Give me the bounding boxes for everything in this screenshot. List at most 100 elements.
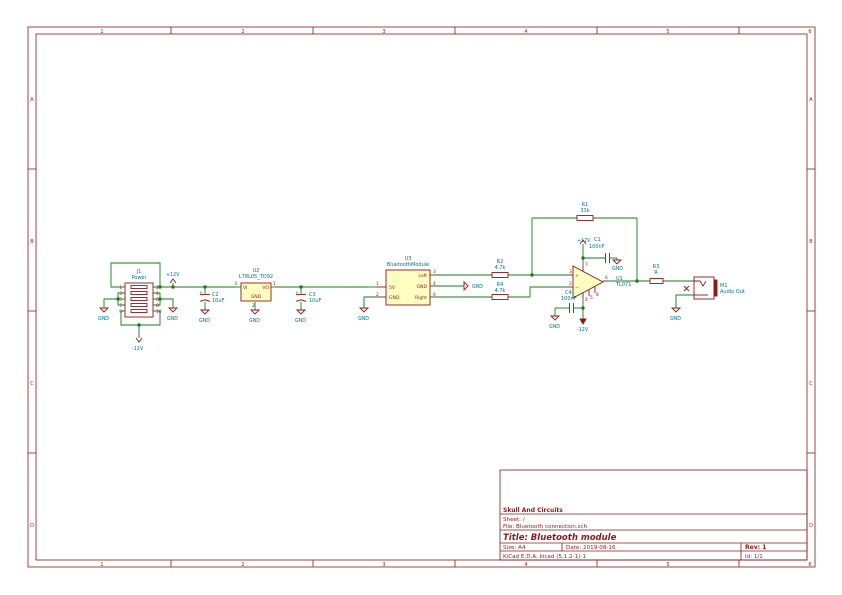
- u3-bluetooth-module[interactable]: U3 BluetoothModule Left GND Right 5V GND…: [376, 256, 436, 306]
- zone-row-c: C: [30, 381, 34, 387]
- power-m12-opamp: -12V: [577, 318, 589, 333]
- r2-ref: R2: [497, 259, 504, 265]
- c1-capacitor[interactable]: C1 100nF: [589, 237, 610, 263]
- tb-file: File: Bluetooth connection.sch: [503, 524, 588, 530]
- u2-value: L78L05_TO92: [239, 274, 273, 280]
- j1-pin-3: 3: [119, 291, 122, 297]
- gnd-label-c1: GND: [612, 266, 623, 272]
- j1-power-connector[interactable]: J1 Power 1 2 3 4 5 6 7 8 9 10: [119, 269, 162, 318]
- u1-pnum-4: 4: [585, 297, 588, 303]
- u1-pnum-3: 3: [569, 269, 572, 275]
- zone-col-3: 3: [382, 29, 385, 35]
- u3-pin-left: Left: [418, 273, 427, 279]
- zone-labels: 1 2 3 4 5 6 1 2 3 4 5 6 A B C D A B C D: [30, 29, 813, 568]
- zone-col-3-bottom: 3: [382, 562, 385, 568]
- c3-value: 10uF: [309, 298, 322, 304]
- gnd-label-c3: GND: [295, 318, 306, 324]
- c4-capacitor[interactable]: C4 100nF: [561, 290, 577, 313]
- u3-pnum-left: 3: [433, 269, 436, 275]
- u2-pin-vo: VO: [262, 285, 269, 291]
- u2-pnum-in: 3: [234, 281, 237, 287]
- gnd-label-u3-left: GND: [358, 316, 369, 322]
- u3-pnum-5v: 1: [376, 281, 379, 287]
- tb-date: Date: 2019-08-16: [566, 545, 616, 551]
- u3-pnum-gnd: 4: [433, 281, 436, 287]
- gnd-c3: GND: [295, 309, 306, 324]
- c2-capacitor[interactable]: + C2 10uF: [199, 290, 225, 304]
- gnd-j1-right: GND: [167, 307, 178, 322]
- zone-col-6-bottom: 6: [808, 562, 811, 568]
- j1-ref: J1: [136, 269, 142, 275]
- c2-value: 10uF: [212, 298, 225, 304]
- zone-col-5: 5: [666, 29, 669, 35]
- c1-ref: C1: [594, 237, 601, 243]
- j1-pin-10: 10: [156, 309, 162, 315]
- u3-pin-right: Right: [415, 295, 427, 301]
- r2-value: 4.7k: [495, 265, 506, 271]
- u1-value: TL071: [615, 282, 631, 288]
- sheet-frame: [27, 26, 816, 568]
- r3-value: R: [654, 270, 658, 276]
- m12-label-opamp: -12V: [577, 327, 589, 333]
- u3-pin-5v: 5V: [389, 285, 396, 291]
- j1-pin-2: 2: [156, 285, 159, 291]
- r1-value: 33k: [580, 208, 589, 214]
- r2-resistor[interactable]: R2 4.7k: [491, 259, 509, 278]
- zone-col-2: 2: [241, 29, 244, 35]
- u3-pnum-right: 6: [433, 292, 436, 298]
- r4-resistor[interactable]: R4 4.7k: [491, 282, 509, 300]
- zone-row-d-right: D: [809, 523, 813, 529]
- tb-size: Size: A4: [503, 545, 526, 551]
- c3-capacitor[interactable]: + C3 10uF: [295, 290, 322, 304]
- u1-pnum-6: 6: [605, 275, 608, 281]
- m1-audio-jack[interactable]: M1 Audio Out: [683, 276, 745, 300]
- r3-resistor[interactable]: R3 R: [649, 264, 664, 284]
- power-m12-j1: -12V: [132, 337, 144, 352]
- u1-pnum-5: 5: [590, 295, 593, 301]
- zone-row-a-right: A: [809, 97, 813, 103]
- u1-pnum-7: 7: [585, 262, 588, 268]
- gnd-label-u3-right: GND: [472, 284, 483, 290]
- u2-pin-gnd: GND: [251, 294, 262, 300]
- gnd-c2: GND: [199, 309, 210, 324]
- gnd-label-m1: GND: [670, 316, 681, 322]
- u1-opamp[interactable]: + − 3 2 6 7 4 5 8 U1 TL071: [568, 262, 631, 303]
- j1-pin-8: 8: [156, 303, 159, 309]
- gnd-m1: GND: [670, 307, 681, 322]
- zone-col-1-bottom: 1: [100, 562, 103, 568]
- gnd-c1: GND: [611, 258, 623, 272]
- zone-col-6: 6: [808, 29, 811, 35]
- c2-plus: +: [199, 290, 203, 296]
- c1-value: 100nF: [589, 244, 605, 250]
- gnd-label-j1-left: GND: [98, 316, 109, 322]
- gnd-u3-right: GND: [463, 280, 483, 292]
- u2-pnum-gnd: 2: [252, 303, 255, 309]
- zone-row-a: A: [30, 97, 34, 103]
- r1-resistor[interactable]: R1 33k: [576, 202, 594, 221]
- p12-label-opamp: +12V: [577, 238, 591, 244]
- u3-pin-gnd: GND: [416, 284, 427, 290]
- u1-plus-input: +: [575, 273, 579, 279]
- gnd-label-u2: GND: [249, 318, 260, 324]
- r4-ref: R4: [497, 282, 504, 288]
- j1-pin-4: 4: [156, 291, 159, 297]
- j1-pin-6: 6: [156, 297, 159, 303]
- gnd-c4: GND: [549, 315, 560, 330]
- j1-pin-1: 1: [119, 285, 122, 291]
- gnd-label-c2: GND: [199, 318, 210, 324]
- tb-sheet: Sheet: /: [503, 517, 525, 523]
- u3-pin-gnd2: GND: [389, 295, 400, 301]
- zone-col-2-bottom: 2: [241, 562, 244, 568]
- p12-label-j1: +12V: [166, 272, 180, 278]
- tb-rev: Rev: 1: [745, 544, 766, 551]
- r3-ref: R3: [653, 264, 660, 270]
- u2-regulator[interactable]: U2 L78L05_TO92 VI VO GND 3 1 2: [234, 268, 276, 309]
- zone-col-5-bottom: 5: [666, 562, 669, 568]
- c2-ref: C2: [212, 292, 219, 298]
- gnd-label-j1-right: GND: [167, 316, 178, 322]
- title-block: Skull And Circuits Sheet: / File: Blueto…: [499, 469, 808, 561]
- zone-row-b-right: B: [809, 239, 813, 245]
- u3-ref: U3: [405, 256, 412, 262]
- c3-plus: +: [295, 290, 299, 296]
- tb-id: Id: 1/1: [745, 554, 763, 560]
